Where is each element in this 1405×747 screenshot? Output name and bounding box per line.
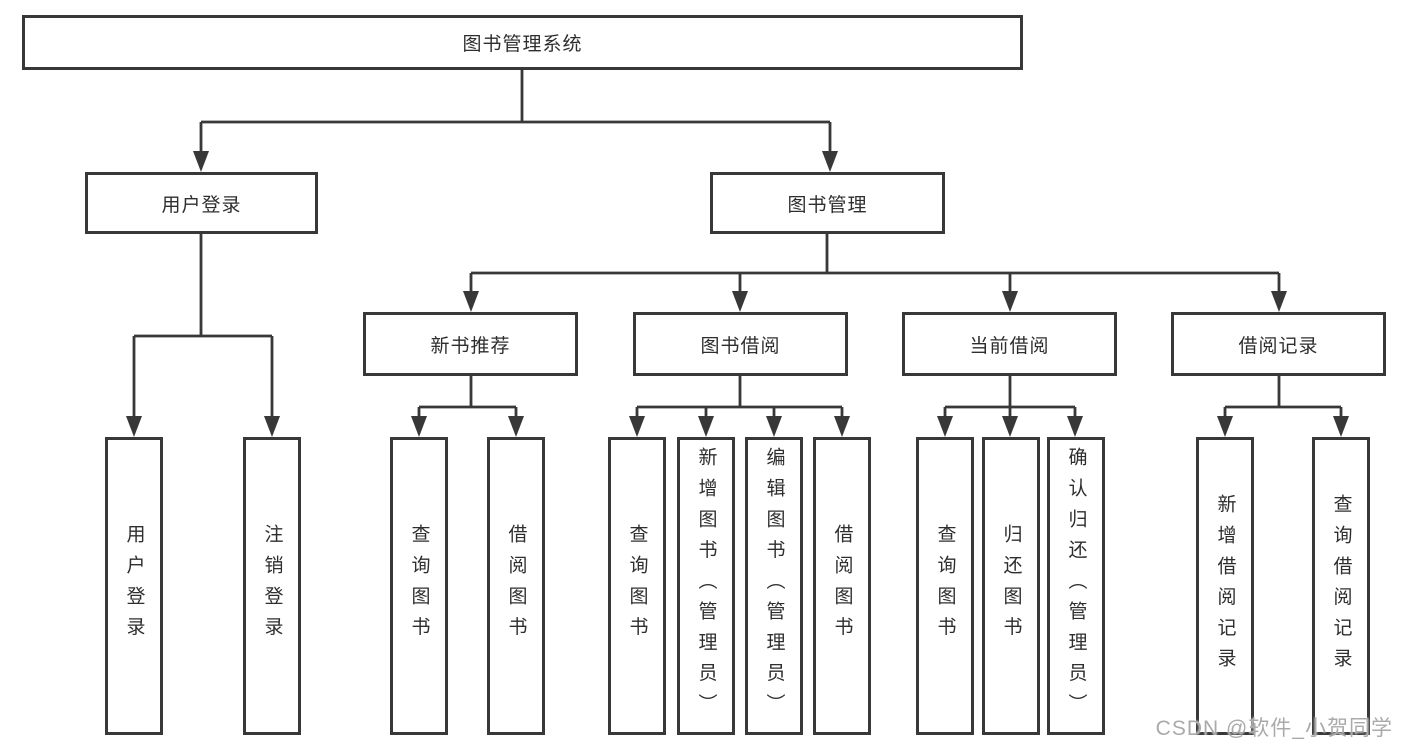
leaf-label: 查询图书 <box>626 524 648 648</box>
leaf-label: 用户登录 <box>123 524 145 648</box>
leaf-query-borrow-record: 查询借阅记录 <box>1312 437 1370 735</box>
leaf-label: 借阅图书 <box>505 524 527 648</box>
leaf-label: 查询图书 <box>408 524 430 648</box>
leaf-query-books-recommend: 查询图书 <box>390 437 448 735</box>
leaf-label: 归还图书 <box>1000 524 1022 648</box>
leaf-add-book-admin: 新增图书（管理员） <box>677 437 735 735</box>
leaf-label: 新增借阅记录 <box>1214 493 1236 679</box>
watermark: CSDN @软件_小贺同学 <box>1155 717 1393 740</box>
leaf-label: 编辑图书（管理员） <box>763 447 785 725</box>
leaf-user-login: 用户登录 <box>105 437 163 735</box>
leaf-borrow-books: 借阅图书 <box>813 437 871 735</box>
node-user-login: 用户登录 <box>85 172 318 234</box>
leaf-label: 注销登录 <box>261 524 283 648</box>
leaf-label: 查询图书 <box>934 524 956 648</box>
leaf-edit-book-admin: 编辑图书（管理员） <box>745 437 803 735</box>
node-current-borrow: 当前借阅 <box>902 312 1117 376</box>
leaf-label: 借阅图书 <box>831 524 853 648</box>
leaf-return-book: 归还图书 <box>982 437 1040 735</box>
leaf-label: 确认归还（管理员） <box>1065 447 1087 725</box>
leaf-add-borrow-record: 新增借阅记录 <box>1196 437 1254 735</box>
leaf-query-books-current: 查询图书 <box>916 437 974 735</box>
node-new-book-recommend: 新书推荐 <box>363 312 578 376</box>
leaf-label: 新增图书（管理员） <box>695 447 717 725</box>
node-book-management: 图书管理 <box>710 172 945 234</box>
leaf-logout: 注销登录 <box>243 437 301 735</box>
node-borrow-records: 借阅记录 <box>1171 312 1386 376</box>
node-root: 图书管理系统 <box>22 15 1023 70</box>
leaf-borrow-books-recommend: 借阅图书 <box>487 437 545 735</box>
leaf-query-books-borrow: 查询图书 <box>608 437 666 735</box>
leaf-label: 查询借阅记录 <box>1330 493 1352 679</box>
leaf-confirm-return-admin: 确认归还（管理员） <box>1047 437 1105 735</box>
node-book-borrow: 图书借阅 <box>633 312 848 376</box>
